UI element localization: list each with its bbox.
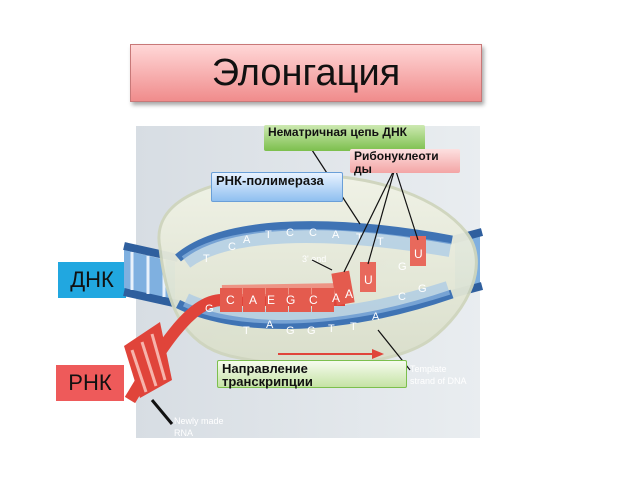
- rna-base-block: [289, 288, 311, 312]
- ribonucleotides-callout: Рибонуклеоти ды: [350, 149, 460, 176]
- newly-made-rna: [124, 322, 172, 398]
- template-strand-label: Template: [410, 364, 447, 374]
- nontemplate-strand-callout: Нематричная цепь ДНК: [264, 125, 425, 151]
- rna-polymerase-bubble: [157, 173, 478, 367]
- dna-base-top: T: [265, 229, 272, 241]
- new-rna-label: Newly made: [174, 416, 224, 426]
- template-base: G: [418, 283, 427, 295]
- dna-base-top: T: [377, 236, 384, 248]
- rna-polymerase-callout: РНК-полимераза: [211, 172, 343, 202]
- rna-base: U: [364, 273, 373, 287]
- rna-base-block: [312, 288, 334, 312]
- free-ribonucleotide: [410, 236, 426, 266]
- template-base: T: [243, 325, 250, 337]
- dna-base-top: C: [228, 241, 236, 253]
- rna-base: A: [249, 293, 257, 307]
- dna-base-top: T: [203, 253, 210, 265]
- transcription-direction-arrow: [278, 349, 384, 359]
- template-base: C: [398, 291, 406, 303]
- new-rna-label: RNA: [174, 428, 193, 438]
- template-base: G: [205, 303, 214, 315]
- template-strand-label: strand of DNA: [410, 376, 467, 386]
- transcription-direction-callout: Направление транскрипции: [217, 360, 407, 388]
- nontemplate-dna-strand: [175, 221, 453, 268]
- incoming-nucleotide: [360, 262, 376, 292]
- rna-base-block: [220, 288, 242, 312]
- dna-base-top: G: [398, 261, 407, 273]
- dna-base-top: A: [332, 229, 340, 241]
- template-base: G: [286, 325, 295, 337]
- dna-base-top: C: [286, 227, 294, 239]
- template-base: T: [328, 323, 335, 335]
- dna-base-top: C: [309, 227, 317, 239]
- rna-base: C: [309, 293, 318, 307]
- template-base: G: [307, 325, 316, 337]
- rna-label: РНК: [56, 365, 124, 401]
- rna-base: A: [332, 291, 340, 305]
- three-prime-end-label: 3' end: [302, 254, 326, 264]
- dna-base-top: T: [356, 232, 363, 244]
- template-base: A: [266, 319, 274, 331]
- dna-base-top: A: [243, 234, 251, 246]
- page-title: Элонгация: [211, 51, 401, 94]
- rna-base-block: [331, 270, 355, 306]
- rna-base: C: [226, 293, 235, 307]
- rna-base: A: [345, 287, 353, 301]
- title-banner: Элонгация: [130, 44, 482, 102]
- rna-base: G: [286, 293, 295, 307]
- rna-base-block: [266, 288, 288, 312]
- rna-base: E: [267, 293, 275, 307]
- rna-base-block: [243, 288, 265, 312]
- template-base: T: [350, 321, 357, 333]
- dna-label: ДНК: [58, 262, 126, 298]
- free-nucleotide-base: U: [414, 247, 423, 261]
- template-base: A: [372, 311, 380, 323]
